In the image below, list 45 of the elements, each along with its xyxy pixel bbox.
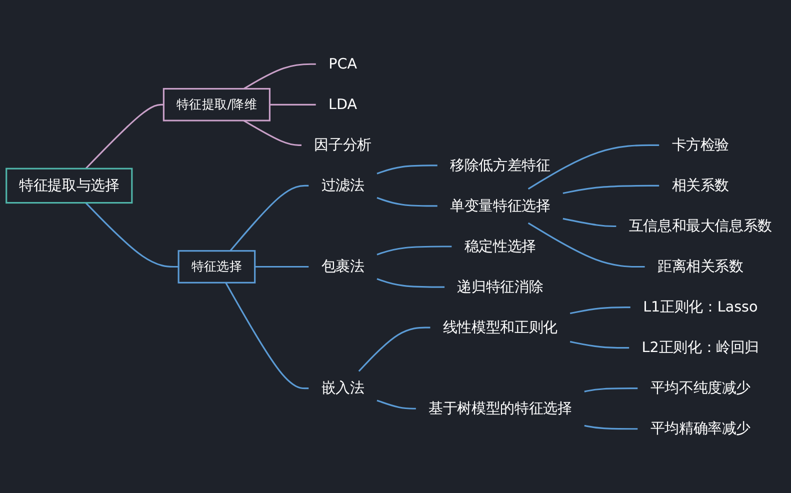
connector	[225, 282, 309, 390]
connector	[376, 197, 438, 207]
node-box: 特征选择	[178, 250, 256, 284]
node-text: 稳定性选择	[464, 238, 536, 255]
connector	[243, 63, 316, 90]
node-text: 递归特征消除	[457, 278, 544, 296]
node-text: 卡方检验	[672, 136, 730, 154]
node-text: 嵌入法	[321, 380, 364, 397]
node-box: 特征提取/降维	[162, 88, 270, 122]
node-text: 相关系数	[672, 177, 730, 194]
connector	[584, 388, 638, 392]
node-text: 平均精确率减少	[650, 420, 750, 438]
node-text: 线性模型和正则化	[442, 319, 558, 336]
node-text: 因子分析	[314, 136, 372, 154]
node-text: 距离相关系数	[657, 258, 744, 276]
connector	[254, 266, 309, 268]
node-text: LDA	[328, 96, 358, 113]
node-text: 过滤法	[321, 177, 364, 194]
connector	[85, 202, 179, 268]
connector	[528, 222, 645, 268]
node-text: 互信息和最大信息系数	[628, 218, 772, 235]
connector	[570, 340, 630, 349]
connector	[243, 120, 302, 146]
connector	[85, 104, 164, 170]
node-text: 基于树模型的特征选择	[428, 400, 572, 417]
node-box: 特征提取与选择	[6, 168, 133, 204]
connector	[376, 246, 452, 256]
connector	[562, 184, 660, 194]
connector	[358, 326, 430, 372]
connector	[230, 184, 309, 252]
node-text: L2正则化：岭回归	[642, 339, 760, 356]
node-text: 移除低方差特征	[450, 157, 550, 174]
connector	[528, 144, 660, 190]
connector	[562, 218, 616, 228]
node-text: 单变量特征选择	[450, 198, 550, 214]
node-text: 包裹法	[321, 258, 364, 276]
connector	[270, 104, 316, 106]
connector	[376, 400, 416, 410]
node-text: 平均不纯度减少	[650, 380, 750, 397]
connector	[584, 424, 638, 430]
node-text: PCA	[328, 56, 358, 72]
connector	[570, 306, 630, 314]
connector	[376, 278, 445, 288]
connector	[376, 164, 438, 174]
node-text: L1正则化：Lasso	[643, 298, 758, 316]
